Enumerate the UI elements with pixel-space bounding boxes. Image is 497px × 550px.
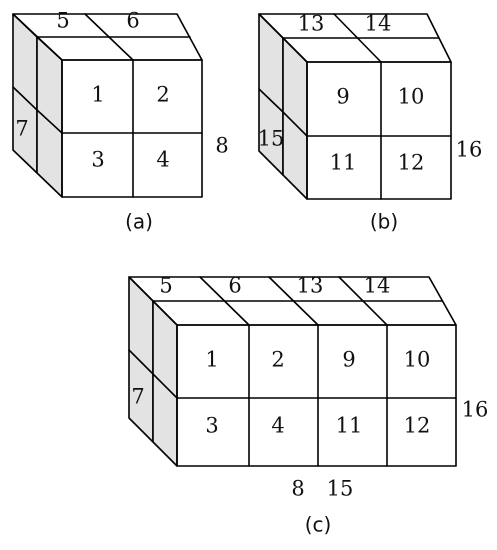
label-top-13: 13 (298, 12, 325, 36)
label-front-2: 2 (156, 83, 169, 107)
left-face-front (152, 300, 178, 467)
label-front-12: 12 (404, 414, 431, 438)
label-front-12: 12 (398, 151, 425, 175)
panel-b: 9 10 11 12 13 14 15 16 (b) (258, 12, 483, 234)
label-left-15: 15 (258, 127, 285, 151)
left-face-back (12, 13, 38, 174)
label-top-5: 5 (56, 9, 69, 33)
left-face-back (258, 13, 284, 176)
caption-c: (c) (305, 513, 332, 537)
label-front-4: 4 (156, 148, 169, 172)
label-left-7: 7 (15, 117, 28, 141)
label-front-2: 2 (271, 348, 284, 372)
label-front-1: 1 (205, 348, 218, 372)
left-face-front (282, 37, 308, 200)
label-top-6: 6 (126, 9, 139, 33)
panel-a: 1 2 3 4 5 6 7 8 (a) (12, 9, 229, 234)
label-hidden-16: 16 (456, 138, 483, 162)
label-front-9: 9 (342, 348, 355, 372)
panel-c: 1 2 9 10 3 4 11 12 5 6 13 14 7 8 15 16 (… (128, 274, 489, 537)
caption-a: (a) (125, 210, 153, 234)
label-front-10: 10 (404, 348, 431, 372)
label-front-1: 1 (91, 83, 104, 107)
label-left-7: 7 (131, 385, 144, 409)
label-front-10: 10 (398, 85, 425, 109)
label-front-11: 11 (336, 414, 363, 438)
label-front-9: 9 (336, 85, 349, 109)
front-face (61, 59, 203, 198)
label-hidden-8: 8 (291, 477, 304, 501)
left-face-front (36, 36, 63, 198)
label-top-13: 13 (297, 274, 324, 298)
front-face (176, 324, 457, 467)
label-front-4: 4 (271, 414, 284, 438)
caption-b: (b) (370, 210, 398, 234)
left-face-back (128, 276, 154, 443)
label-hidden-15: 15 (327, 477, 354, 501)
label-hidden-16: 16 (462, 398, 489, 422)
label-hidden-8: 8 (215, 134, 228, 158)
label-front-11: 11 (330, 151, 357, 175)
label-front-3: 3 (91, 148, 104, 172)
front-face (306, 61, 452, 200)
label-top-5: 5 (159, 274, 172, 298)
label-top-6: 6 (228, 274, 241, 298)
label-top-14: 14 (364, 274, 391, 298)
label-front-3: 3 (205, 414, 218, 438)
label-top-14: 14 (365, 12, 392, 36)
